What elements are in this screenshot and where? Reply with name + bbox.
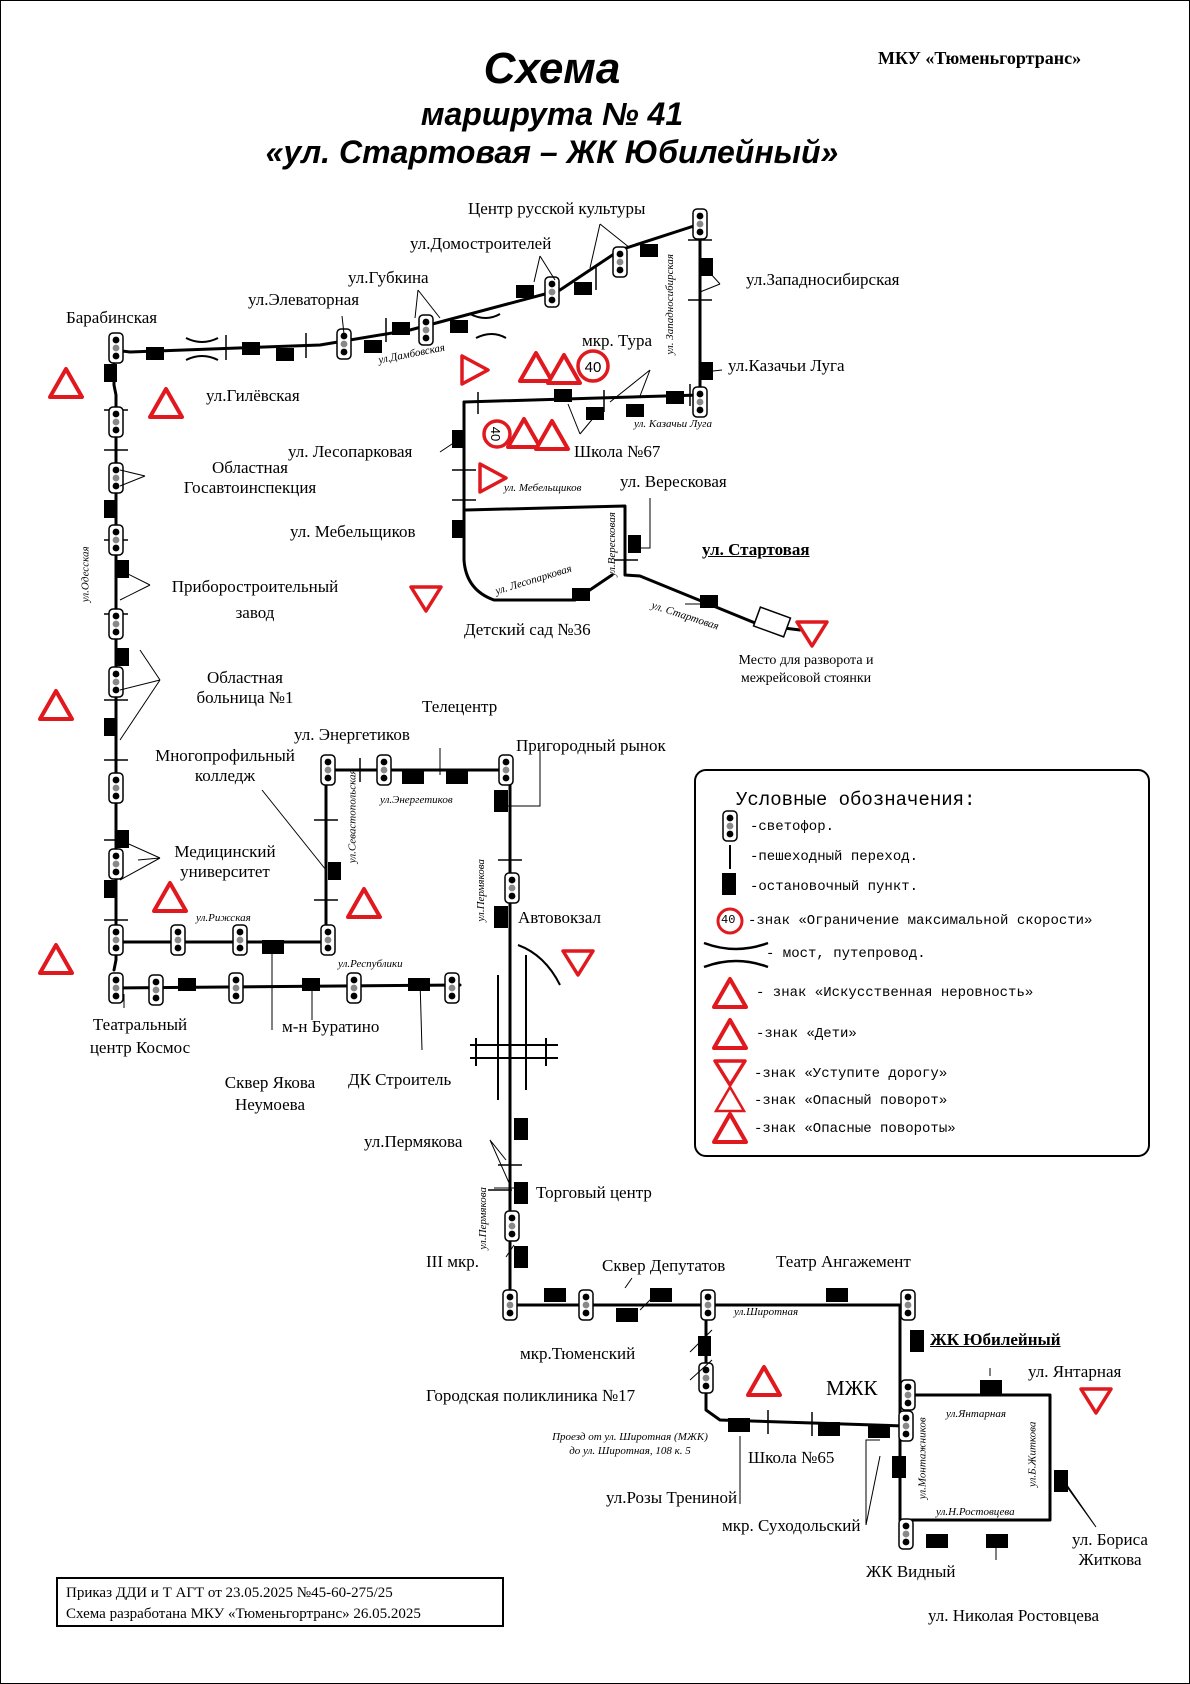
street-label: ул.Севастопольская — [346, 769, 359, 864]
legend-crossing: -пешеходный переход. — [750, 849, 919, 865]
page-title: Схема — [483, 44, 621, 93]
speed-sign-value: 40 — [585, 359, 602, 376]
stop-label: Школа №65 — [748, 1448, 835, 1467]
stop-label: Торговый центр — [536, 1183, 652, 1202]
stop-label: МЖК — [826, 1376, 878, 1400]
legend-stop: -остановочный пункт. — [750, 879, 919, 895]
stop-label: ул.Гилёвская — [206, 386, 300, 405]
stop-label: Школа №67 — [574, 442, 661, 461]
street-label: ул.Республики — [338, 958, 403, 970]
legend-symbols — [703, 810, 769, 1144]
stop-label: ул.Западносибирская — [746, 270, 900, 289]
street-label: ул.Вересковая — [605, 512, 618, 577]
street-label: ул.Широтная — [734, 1306, 799, 1318]
stop-label: мкр.Тюменский — [520, 1344, 636, 1363]
stop-label: ул.Пермякова — [364, 1132, 463, 1151]
stop-label: Телецентр — [422, 697, 498, 716]
street-label: ул.Монтажников — [916, 1417, 929, 1500]
stop-label: м-н Буратино — [282, 1017, 380, 1036]
stop-label: Автовокзал — [518, 908, 601, 927]
route-name: «ул. Стартовая – ЖК Юбилейный» — [265, 134, 839, 170]
street-label: ул.Одесская — [79, 546, 92, 603]
street-label: ул. Казачьи Луга — [634, 418, 712, 430]
stop-label: Центр русской культуры — [468, 199, 646, 218]
stop-label: мкр. Тура — [582, 331, 653, 350]
order-text: Приказ ДДИ и Т АГТ от 23.05.2025 №45-60-… — [66, 1585, 393, 1601]
legend-title: Условные обозначения: — [736, 789, 976, 811]
stop-label: III мкр. — [426, 1252, 480, 1271]
stop-label: Сквер Депутатов — [602, 1256, 726, 1275]
street-label: Проезд от ул. Широтная (МЖК)до ул. Широт… — [552, 1431, 708, 1457]
legend-speed-value: 40 — [721, 913, 736, 927]
legend: Условные обозначения: 40 -светофор. -пеш… — [694, 769, 1150, 1157]
speed-sign-value-2: 40 — [488, 427, 503, 441]
stop-label: Барабинская — [66, 308, 158, 327]
stop-label: ул.Домостроителей — [410, 234, 552, 253]
terminal-label: ул. Стартовая — [702, 540, 810, 559]
stop-label: ул.Розы Трениной — [606, 1488, 738, 1507]
legend-kids: -знак «Дети» — [756, 1026, 857, 1042]
legend-yield: -знак «Уступите дорогу» — [754, 1066, 948, 1082]
stop-label: ЖК Видный — [866, 1562, 956, 1581]
stop-label: Пригородный рынок — [516, 736, 666, 755]
legend-bridge: - мост, путепровод. — [766, 946, 926, 962]
stop-label: ул. Николая Ростовцева — [928, 1606, 1100, 1625]
order-box: Приказ ДДИ и Т АГТ от 23.05.2025 №45-60-… — [56, 1577, 504, 1627]
stop-label: Театр Ангажемент — [776, 1252, 911, 1271]
stop-label: ул. Янтарная — [1028, 1362, 1122, 1381]
legend-speed: -знак «Ограничение максимальной скорости… — [748, 913, 1093, 929]
stop-label: Детский сад №36 — [464, 620, 591, 639]
legend-curve: -знак «Опасный поворот» — [754, 1093, 948, 1109]
street-label: ул.Янтарная — [946, 1408, 1006, 1420]
stop-label: мкр. Суходольский — [722, 1516, 861, 1535]
stop-label: ул. Лесопарковая — [288, 442, 413, 461]
street-label: ул.Пермякова — [476, 1187, 489, 1250]
stop-label: ул.Казачьи Луга — [728, 356, 845, 375]
developer-text: Схема разработана МКУ «Тюменьгортранс» 2… — [66, 1606, 421, 1622]
street-label: ул. Мебельщиков — [504, 482, 582, 494]
legend-traffic-light: -светофор. — [750, 819, 835, 835]
street-label: ул.Б.Житкова — [1026, 1421, 1039, 1487]
street-label: ул.Н.Ростовцева — [936, 1506, 1015, 1518]
street-label: ул.Пермякова — [474, 859, 487, 922]
stop-label: Городская поликлиника №17 — [426, 1386, 636, 1405]
organization: МКУ «Тюменьгортранс» — [878, 48, 1082, 68]
street-label: ул.Рижская — [196, 912, 251, 924]
street-label: ул.Энергетиков — [380, 794, 453, 806]
stop-label: ул. Энергетиков — [294, 725, 410, 744]
stop-label: ул. Мебельщиков — [290, 522, 416, 541]
legend-curves: -знак «Опасные повороты» — [754, 1121, 956, 1137]
street-label: ул. Западносибирская — [664, 254, 676, 355]
stop-label: ул. Вересковая — [620, 472, 727, 491]
legend-bump: - знак «Искусственная неровность» — [756, 985, 1034, 1001]
terminal-label: ЖК Юбилейный — [930, 1330, 1061, 1349]
stop-label: ДК Строитель — [348, 1070, 452, 1089]
route-number: маршрута № 41 — [420, 96, 684, 132]
stop-label: ул.Губкина — [348, 268, 429, 287]
stop-label: ул.Элеваторная — [248, 290, 360, 309]
